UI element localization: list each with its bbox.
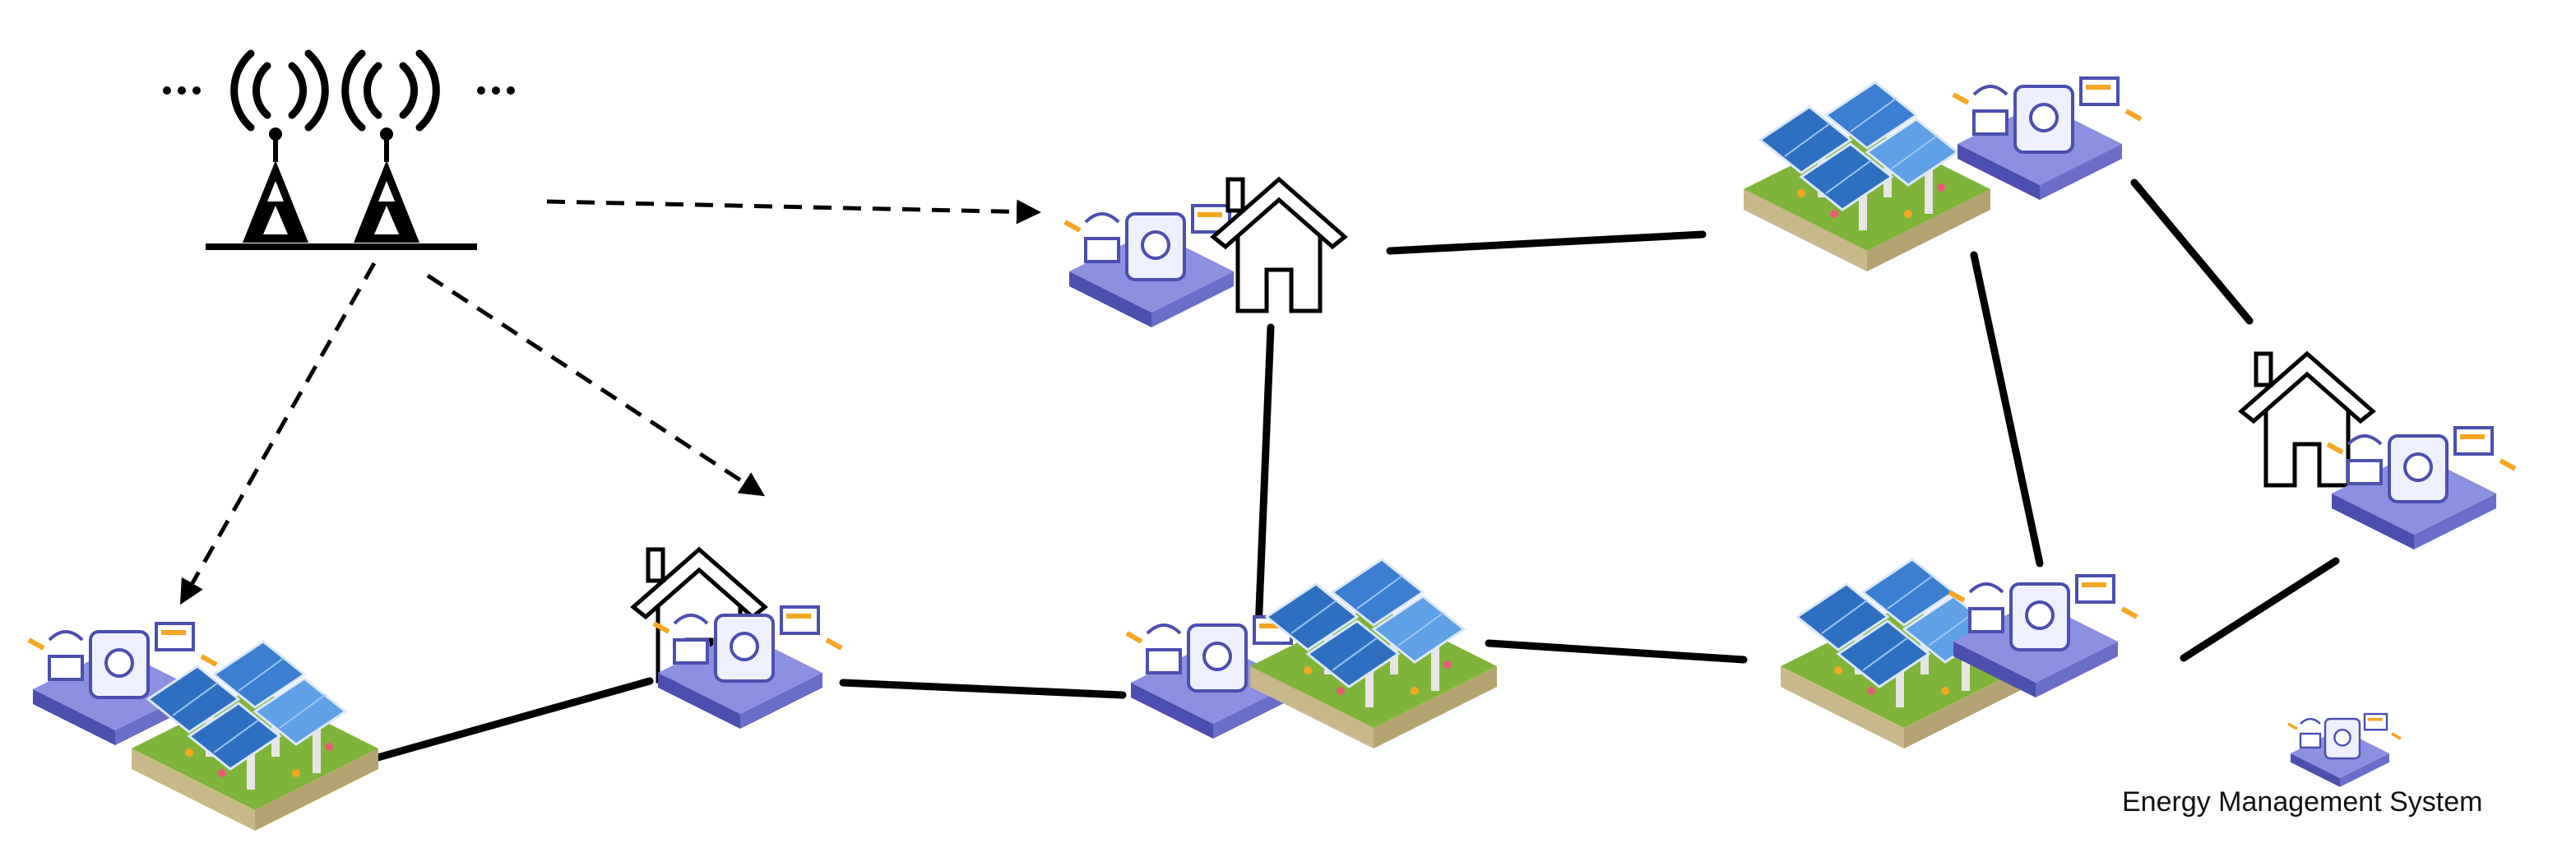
- microgrid-4: [1779, 558, 2137, 750]
- ems-device-icon: [2328, 428, 2515, 549]
- house-1: [633, 549, 841, 729]
- wireless-link-house1: [426, 273, 766, 497]
- communication-tower-icon: [163, 49, 515, 250]
- solar-farm-icon: [1249, 558, 1499, 750]
- link-microgrid1-house1: [362, 677, 654, 765]
- power-links: [362, 178, 2340, 765]
- solar-farm-icon: [130, 640, 380, 832]
- link-microgrid2-house2: [1254, 323, 1275, 633]
- wireless-link-house2: [546, 199, 1041, 225]
- legend-label: Energy Management System: [2122, 786, 2483, 818]
- house-2: [1065, 179, 1345, 327]
- ems-device-icon: [1953, 78, 2141, 200]
- house-icon: [1213, 179, 1345, 311]
- house-3: [2241, 354, 2515, 549]
- link-microgrid3-house3: [2130, 178, 2254, 325]
- link-house1-microgrid2: [839, 679, 1127, 699]
- microgrid-2: [1127, 558, 1499, 750]
- link-house2-microgrid3: [1386, 230, 1707, 255]
- legend-ems-icon: [2286, 712, 2402, 789]
- wireless-links: [180, 199, 1041, 605]
- link-microgrid3-microgrid4: [1970, 251, 2044, 568]
- microgrid-1: [29, 623, 380, 832]
- link-microgrid2-microgrid4: [1485, 639, 1748, 664]
- wireless-link-microgrid1: [180, 262, 377, 605]
- solar-farm-icon: [1742, 81, 1992, 273]
- link-microgrid4-house3: [2180, 557, 2340, 662]
- microgrid-3: [1742, 78, 2141, 273]
- ems-device-icon: [1065, 206, 1253, 327]
